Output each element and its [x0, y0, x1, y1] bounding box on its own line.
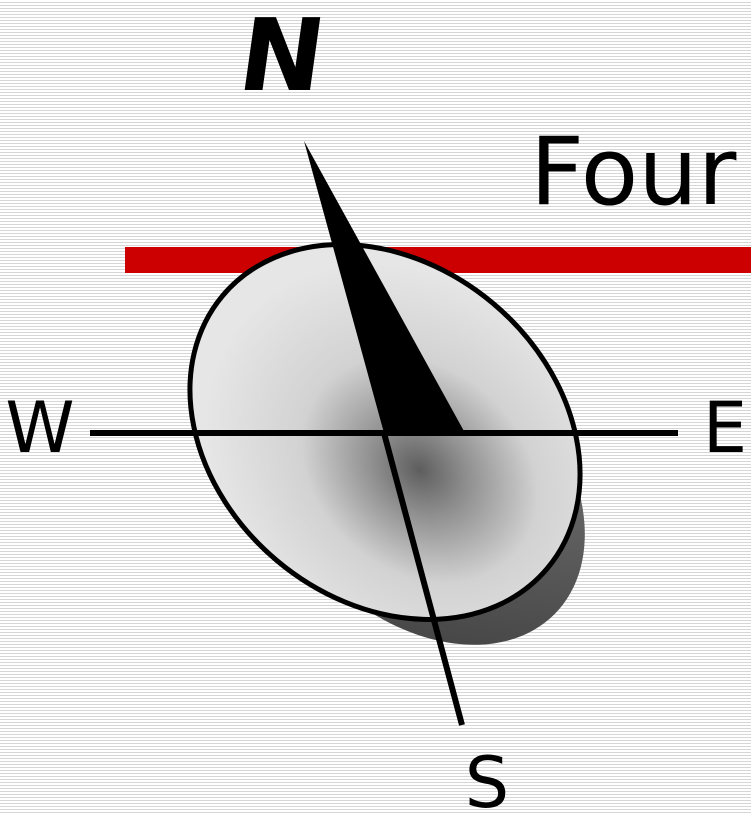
east-label: E [703, 387, 747, 469]
north-label: N [232, 0, 332, 114]
west-label: W [5, 387, 74, 469]
south-label: S [465, 742, 509, 813]
